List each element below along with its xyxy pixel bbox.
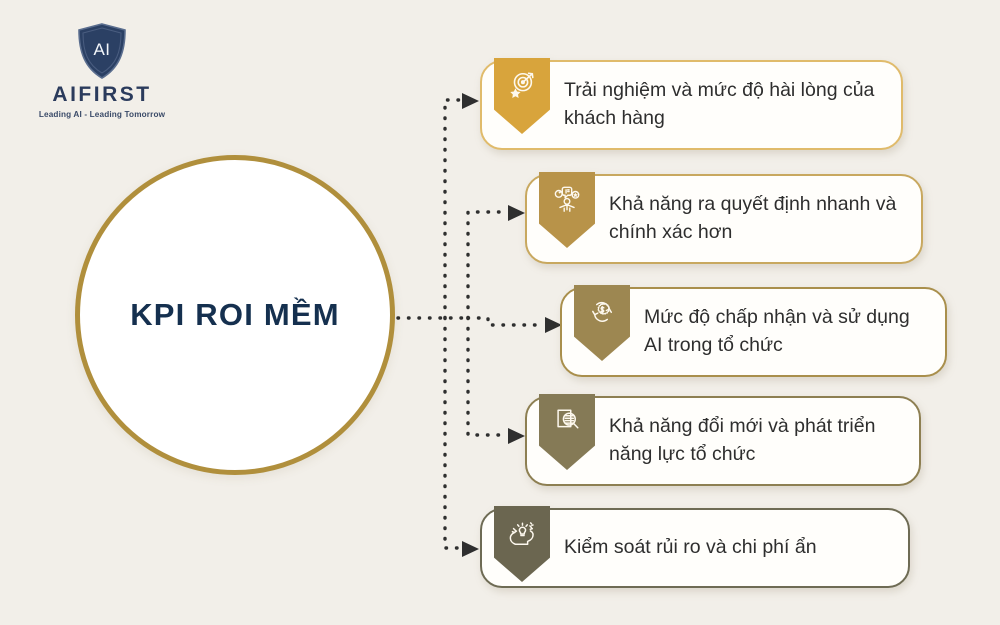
brand-wordmark: AIFIRST	[52, 83, 152, 106]
connector-to-item-5	[443, 316, 464, 550]
shield-ai-text: AI	[93, 40, 110, 59]
brand-logo: AI AIFIRST Leading AI - Leading Tomorrow	[22, 22, 182, 119]
arrowhead-item-1	[462, 93, 479, 109]
kpi-card-3[interactable]: Mức độ chấp nhận và sử dụng AI trong tổ …	[560, 285, 947, 377]
person-feedback-icon	[554, 186, 580, 212]
brand-tagline: Leading AI - Leading Tomorrow	[38, 110, 166, 119]
document-magnifier-icon	[557, 409, 579, 429]
badge-item-1	[494, 58, 550, 134]
kpi-card-5-text: Kiểm soát rủi ro và chi phí ẩn	[564, 536, 817, 559]
badge-item-5	[494, 506, 550, 582]
connector-to-item-1	[443, 98, 464, 320]
kpi-card-4-text: Khả năng đổi mới và phát triển năng lực …	[609, 415, 876, 465]
arrowhead-item-4	[508, 428, 525, 444]
kpi-card-1-text: Trải nghiệm và mức độ hài lòng của khách…	[564, 79, 875, 129]
target-arrow-star-icon	[510, 72, 534, 98]
kpi-card-5[interactable]: Kiểm soát rủi ro và chi phí ẩn	[480, 506, 910, 588]
connector-to-item-4	[466, 316, 510, 437]
page-title: KPI ROI MỀM	[130, 297, 340, 332]
connector-to-item-3	[466, 316, 547, 327]
kpi-card-3-text: Mức độ chấp nhận và sử dụng AI trong tổ …	[644, 306, 910, 356]
kpi-card-1[interactable]: Trải nghiệm và mức độ hài lòng của khách…	[480, 58, 903, 150]
kpi-card-2-text: Khả năng ra quyết định nhanh và chính xá…	[609, 193, 897, 243]
badge-item-3	[574, 285, 630, 361]
badge-item-4	[539, 394, 595, 470]
kpi-card-4[interactable]: Khả năng đổi mới và phát triển năng lực …	[525, 394, 921, 486]
connector-to-item-2	[466, 210, 510, 320]
kpi-card-2[interactable]: Khả năng ra quyết định nhanh và chính xá…	[525, 172, 923, 264]
shield-icon: AI	[78, 23, 126, 79]
central-hub-circle: KPI ROI MỀM	[75, 155, 395, 475]
arrowhead-item-5	[462, 541, 479, 557]
badge-item-2	[539, 172, 595, 248]
head-lightbulb-idea-icon	[509, 522, 534, 545]
arrowhead-item-2	[508, 205, 525, 221]
gear-dollar-cycle-icon	[592, 301, 613, 322]
